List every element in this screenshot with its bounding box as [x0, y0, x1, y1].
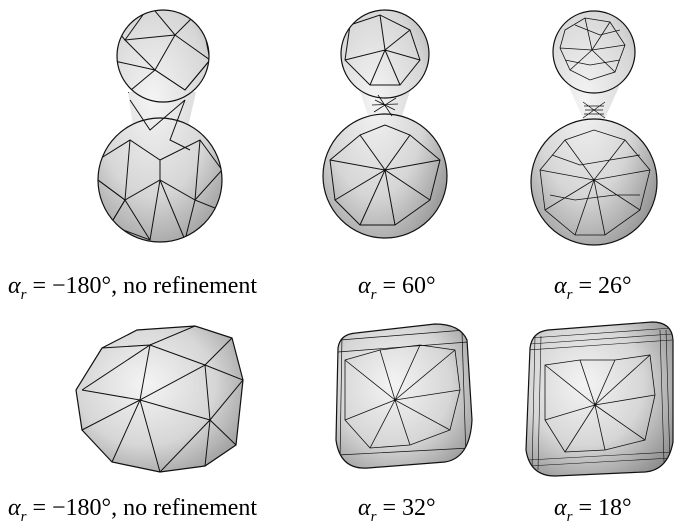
mesh-dumbbell-refined — [322, 9, 448, 239]
mesh-dumbbell-fine — [530, 10, 658, 246]
caption-d: αr = −180°, no refinement — [8, 495, 257, 525]
mesh-cube-refined — [335, 323, 473, 469]
caption-a: αr = −180°, no refinement — [8, 273, 257, 303]
mesh-dumbbell-coarse — [97, 9, 223, 243]
mesh-cube-coarse — [75, 325, 244, 473]
caption-b: αr = 60° — [358, 273, 436, 303]
mesh-cube-fine — [525, 321, 674, 477]
caption-e: αr = 32° — [358, 495, 436, 525]
caption-f: αr = 18° — [554, 495, 632, 525]
caption-c: αr = 26° — [554, 273, 632, 303]
